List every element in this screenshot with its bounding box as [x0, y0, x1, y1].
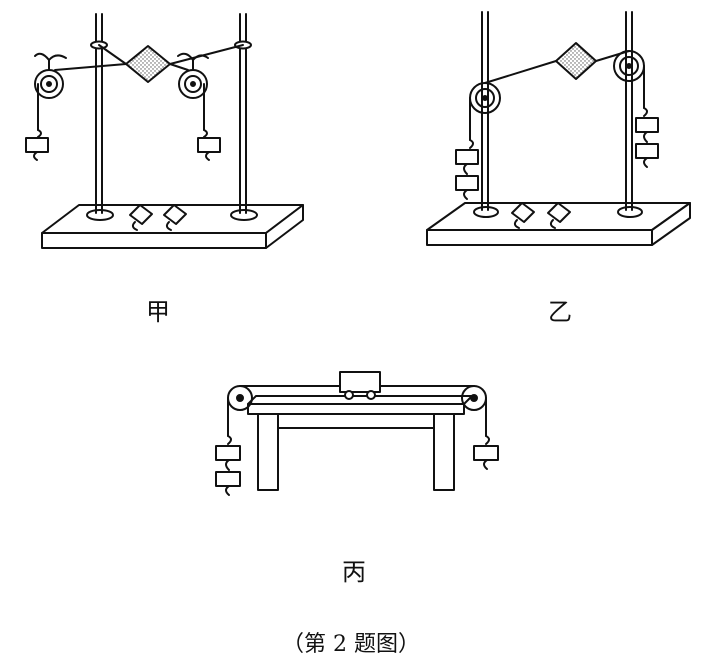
label-yi: 乙	[548, 298, 572, 326]
spare-weight-2-yi	[547, 202, 571, 229]
stand-foot-yi-right	[617, 206, 643, 218]
label-jia: 甲	[146, 298, 170, 326]
table-leg-right	[433, 413, 455, 491]
cart-wheel-right	[366, 390, 376, 400]
hook-weights-left-yi	[455, 139, 479, 200]
pulley-left-bing	[227, 385, 253, 411]
label-bing: 丙	[342, 558, 366, 586]
hook-weight-right-bing	[473, 435, 499, 470]
table-top	[247, 395, 473, 405]
hook-weights-right-yi	[635, 107, 659, 168]
spare-weight-1-jia	[129, 204, 153, 231]
apparatus-yi	[426, 11, 691, 246]
table-top-front	[247, 403, 465, 415]
apparatus-bing	[215, 371, 499, 496]
hook-weights-left-bing	[215, 435, 241, 496]
string-yi-right	[595, 50, 630, 62]
base-board-jia-side	[265, 204, 304, 249]
spare-weight-1-yi	[511, 202, 535, 229]
string-jia-left-b	[98, 44, 127, 65]
card-jia	[125, 45, 171, 83]
string-yi-left	[484, 60, 557, 84]
pulley-left-jia	[34, 59, 64, 99]
stand-foot-yi-left	[473, 206, 499, 218]
base-board-yi-side	[651, 202, 691, 246]
pulley-right-jia	[178, 59, 208, 99]
pulley-left-yi	[469, 82, 501, 114]
hook-weight-left-jia	[25, 129, 49, 161]
figure-caption: （第 2 题图）	[282, 632, 420, 657]
spare-weight-2-jia	[163, 204, 187, 231]
cart-wheel-left	[344, 390, 354, 400]
string-jia-right	[169, 63, 189, 71]
pulley-bracket-left	[34, 52, 67, 61]
table-leg-left	[257, 413, 279, 491]
string-jia-left	[54, 63, 127, 71]
apparatus-jia	[25, 13, 304, 249]
card-yi	[555, 42, 597, 80]
string-jia-right-b	[169, 44, 244, 65]
cart-body	[339, 371, 381, 393]
base-board-jia-front	[41, 232, 267, 249]
hook-weight-right-jia	[197, 129, 221, 161]
stand-foot-right	[230, 209, 258, 221]
stand-foot-left	[86, 209, 114, 221]
base-board-yi-front	[426, 229, 653, 246]
pulley-right-yi	[613, 50, 645, 82]
